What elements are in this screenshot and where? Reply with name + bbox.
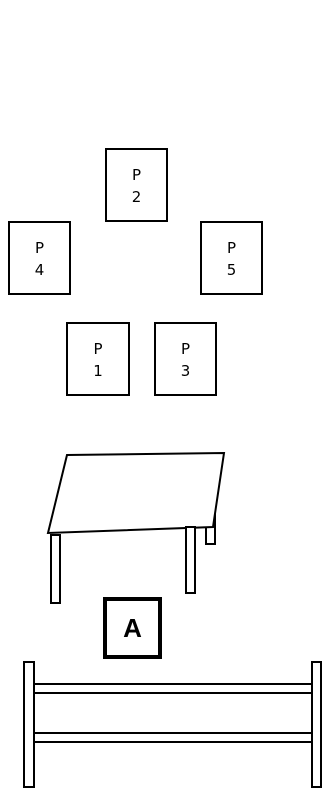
seat-p4-number: 4 xyxy=(10,259,69,281)
seat-p2-letter: P xyxy=(107,164,166,186)
seat-p4: P 4 xyxy=(8,221,71,295)
table-leg-front-right xyxy=(186,527,195,593)
bench-rail-top xyxy=(34,684,312,693)
seat-p1-letter: P xyxy=(68,338,128,360)
marker-a: A xyxy=(103,597,162,659)
seat-p2: P 2 xyxy=(105,148,168,222)
seat-p2-number: 2 xyxy=(107,186,166,208)
seat-p4-letter: P xyxy=(10,237,69,259)
seat-p3: P 3 xyxy=(154,322,217,396)
seat-p3-number: 3 xyxy=(156,360,215,382)
table-icon xyxy=(48,453,224,603)
bench-post-right xyxy=(312,662,321,787)
table-leg-front-left xyxy=(51,535,60,603)
seat-p5-letter: P xyxy=(202,237,261,259)
marker-a-label: A xyxy=(123,613,142,644)
seat-p1: P 1 xyxy=(66,322,130,396)
table-top xyxy=(48,453,224,533)
bench-rail-bottom xyxy=(34,733,312,742)
bench-icon xyxy=(24,662,321,787)
bench-post-left xyxy=(24,662,34,787)
seat-p5-number: 5 xyxy=(202,259,261,281)
seat-p1-number: 1 xyxy=(68,360,128,382)
seat-p5: P 5 xyxy=(200,221,263,295)
seat-p3-letter: P xyxy=(156,338,215,360)
